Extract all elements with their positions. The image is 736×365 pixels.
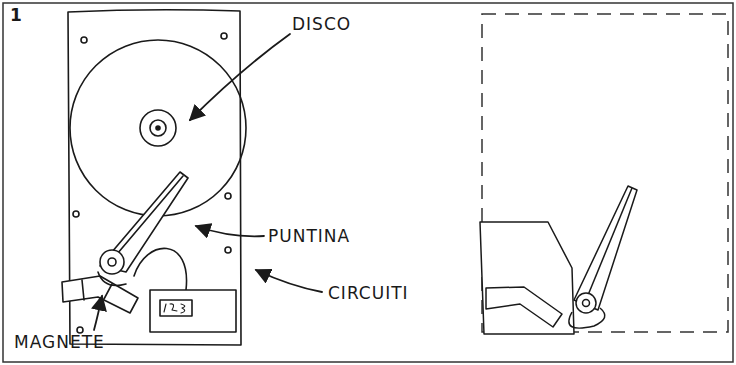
leader-arrow [256, 270, 322, 292]
circuit-chip [160, 300, 192, 316]
circuit-board [150, 290, 236, 332]
chip-marking [164, 304, 185, 313]
case-fragment [480, 222, 574, 334]
disk-spindle [156, 126, 160, 130]
arm-pivot-inner [108, 258, 116, 266]
magnet-detail [82, 280, 84, 300]
head-arm-detail [112, 176, 183, 260]
disk-hub-inner [150, 120, 166, 136]
leader-arrow [94, 296, 102, 330]
leader-arrow [190, 34, 290, 120]
disk-platter [70, 40, 246, 216]
arm-coil [569, 308, 605, 328]
arm-pivot [576, 293, 596, 313]
part-label: DISCO [292, 14, 351, 34]
leader-arrow [196, 226, 264, 236]
flex-cable [134, 248, 187, 290]
part-label: MAGNETE [14, 332, 105, 352]
part-label: CIRCUITI [328, 283, 409, 303]
arm-pivot [100, 250, 124, 274]
part-label: PUNTINA [268, 226, 350, 246]
arm-coil [98, 272, 126, 286]
disk-hub [140, 110, 176, 146]
panel-border [3, 3, 733, 362]
head-arm [574, 186, 637, 310]
panel-number: 1 [10, 5, 23, 25]
magnet-shape [486, 287, 562, 327]
arm-pivot-inner [583, 300, 590, 307]
magnet-detail [104, 284, 112, 299]
head-arm-detail [586, 188, 632, 300]
